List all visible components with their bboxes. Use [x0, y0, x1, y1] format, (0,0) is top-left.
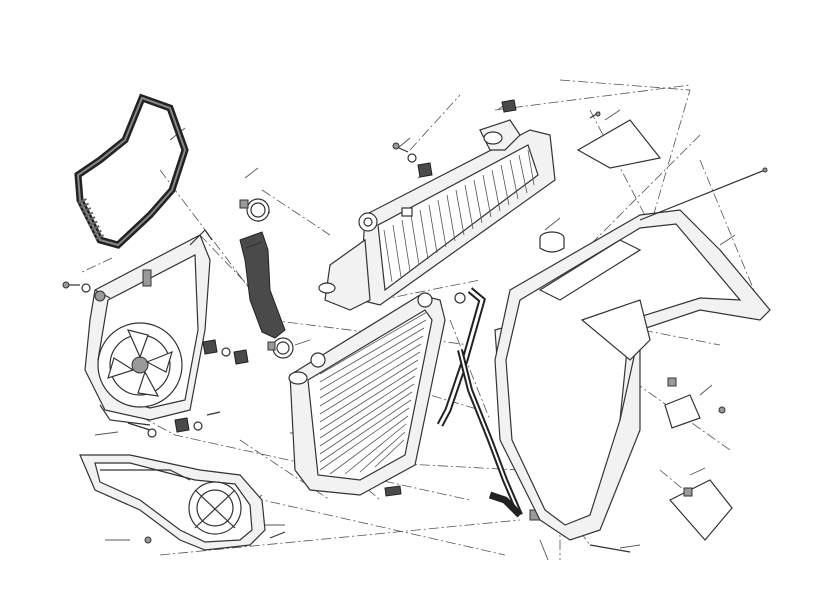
callout-ticks	[94, 99, 736, 561]
side-fairing-panel	[494, 167, 771, 541]
drive-belt	[74, 93, 189, 249]
lower-radiator	[288, 292, 446, 497]
fan-fasteners	[62, 281, 249, 438]
lower-radiator-fins	[319, 311, 428, 475]
cooling-fan-assembly	[84, 229, 213, 426]
lower-fan-cover	[79, 454, 286, 551]
upper-bracket	[576, 111, 662, 169]
radiator-cap	[539, 231, 565, 253]
upper-radiator-fasteners	[392, 142, 433, 217]
upper-radiator	[318, 99, 556, 311]
upper-radiator-fins	[383, 149, 535, 283]
radiator-hose	[239, 198, 294, 359]
lower-right-bracket	[589, 479, 733, 553]
